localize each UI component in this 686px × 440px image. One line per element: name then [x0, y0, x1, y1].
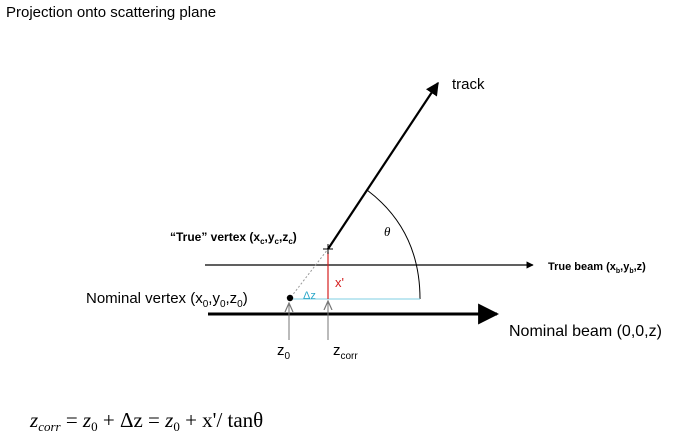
- correction-formula: zcorr = z0 + Δz = z0 + x'/ tanθ: [29, 408, 263, 434]
- zcorr-label: zcorr: [333, 342, 358, 362]
- true-beam-label: True beam (xb,yb,z): [548, 261, 646, 275]
- true-vertex-label: “True” vertex (xc,yc,zc): [170, 230, 297, 246]
- x-prime-label: x': [335, 275, 344, 290]
- z0-label: z0: [277, 342, 291, 362]
- delta-z-label: Δz: [303, 290, 316, 302]
- page-title: Projection onto scattering plane: [6, 4, 216, 21]
- track-line: [327, 81, 439, 250]
- track-label: track: [452, 76, 485, 93]
- nominal-vertex-label: Nominal vertex (x0,y0,z0): [86, 290, 248, 310]
- nominal-beam-label: Nominal beam (0,0,z): [509, 323, 662, 340]
- theta-arc: [366, 189, 421, 300]
- theta-label: θ: [384, 224, 391, 239]
- nominal-vertex-dot: [286, 294, 294, 302]
